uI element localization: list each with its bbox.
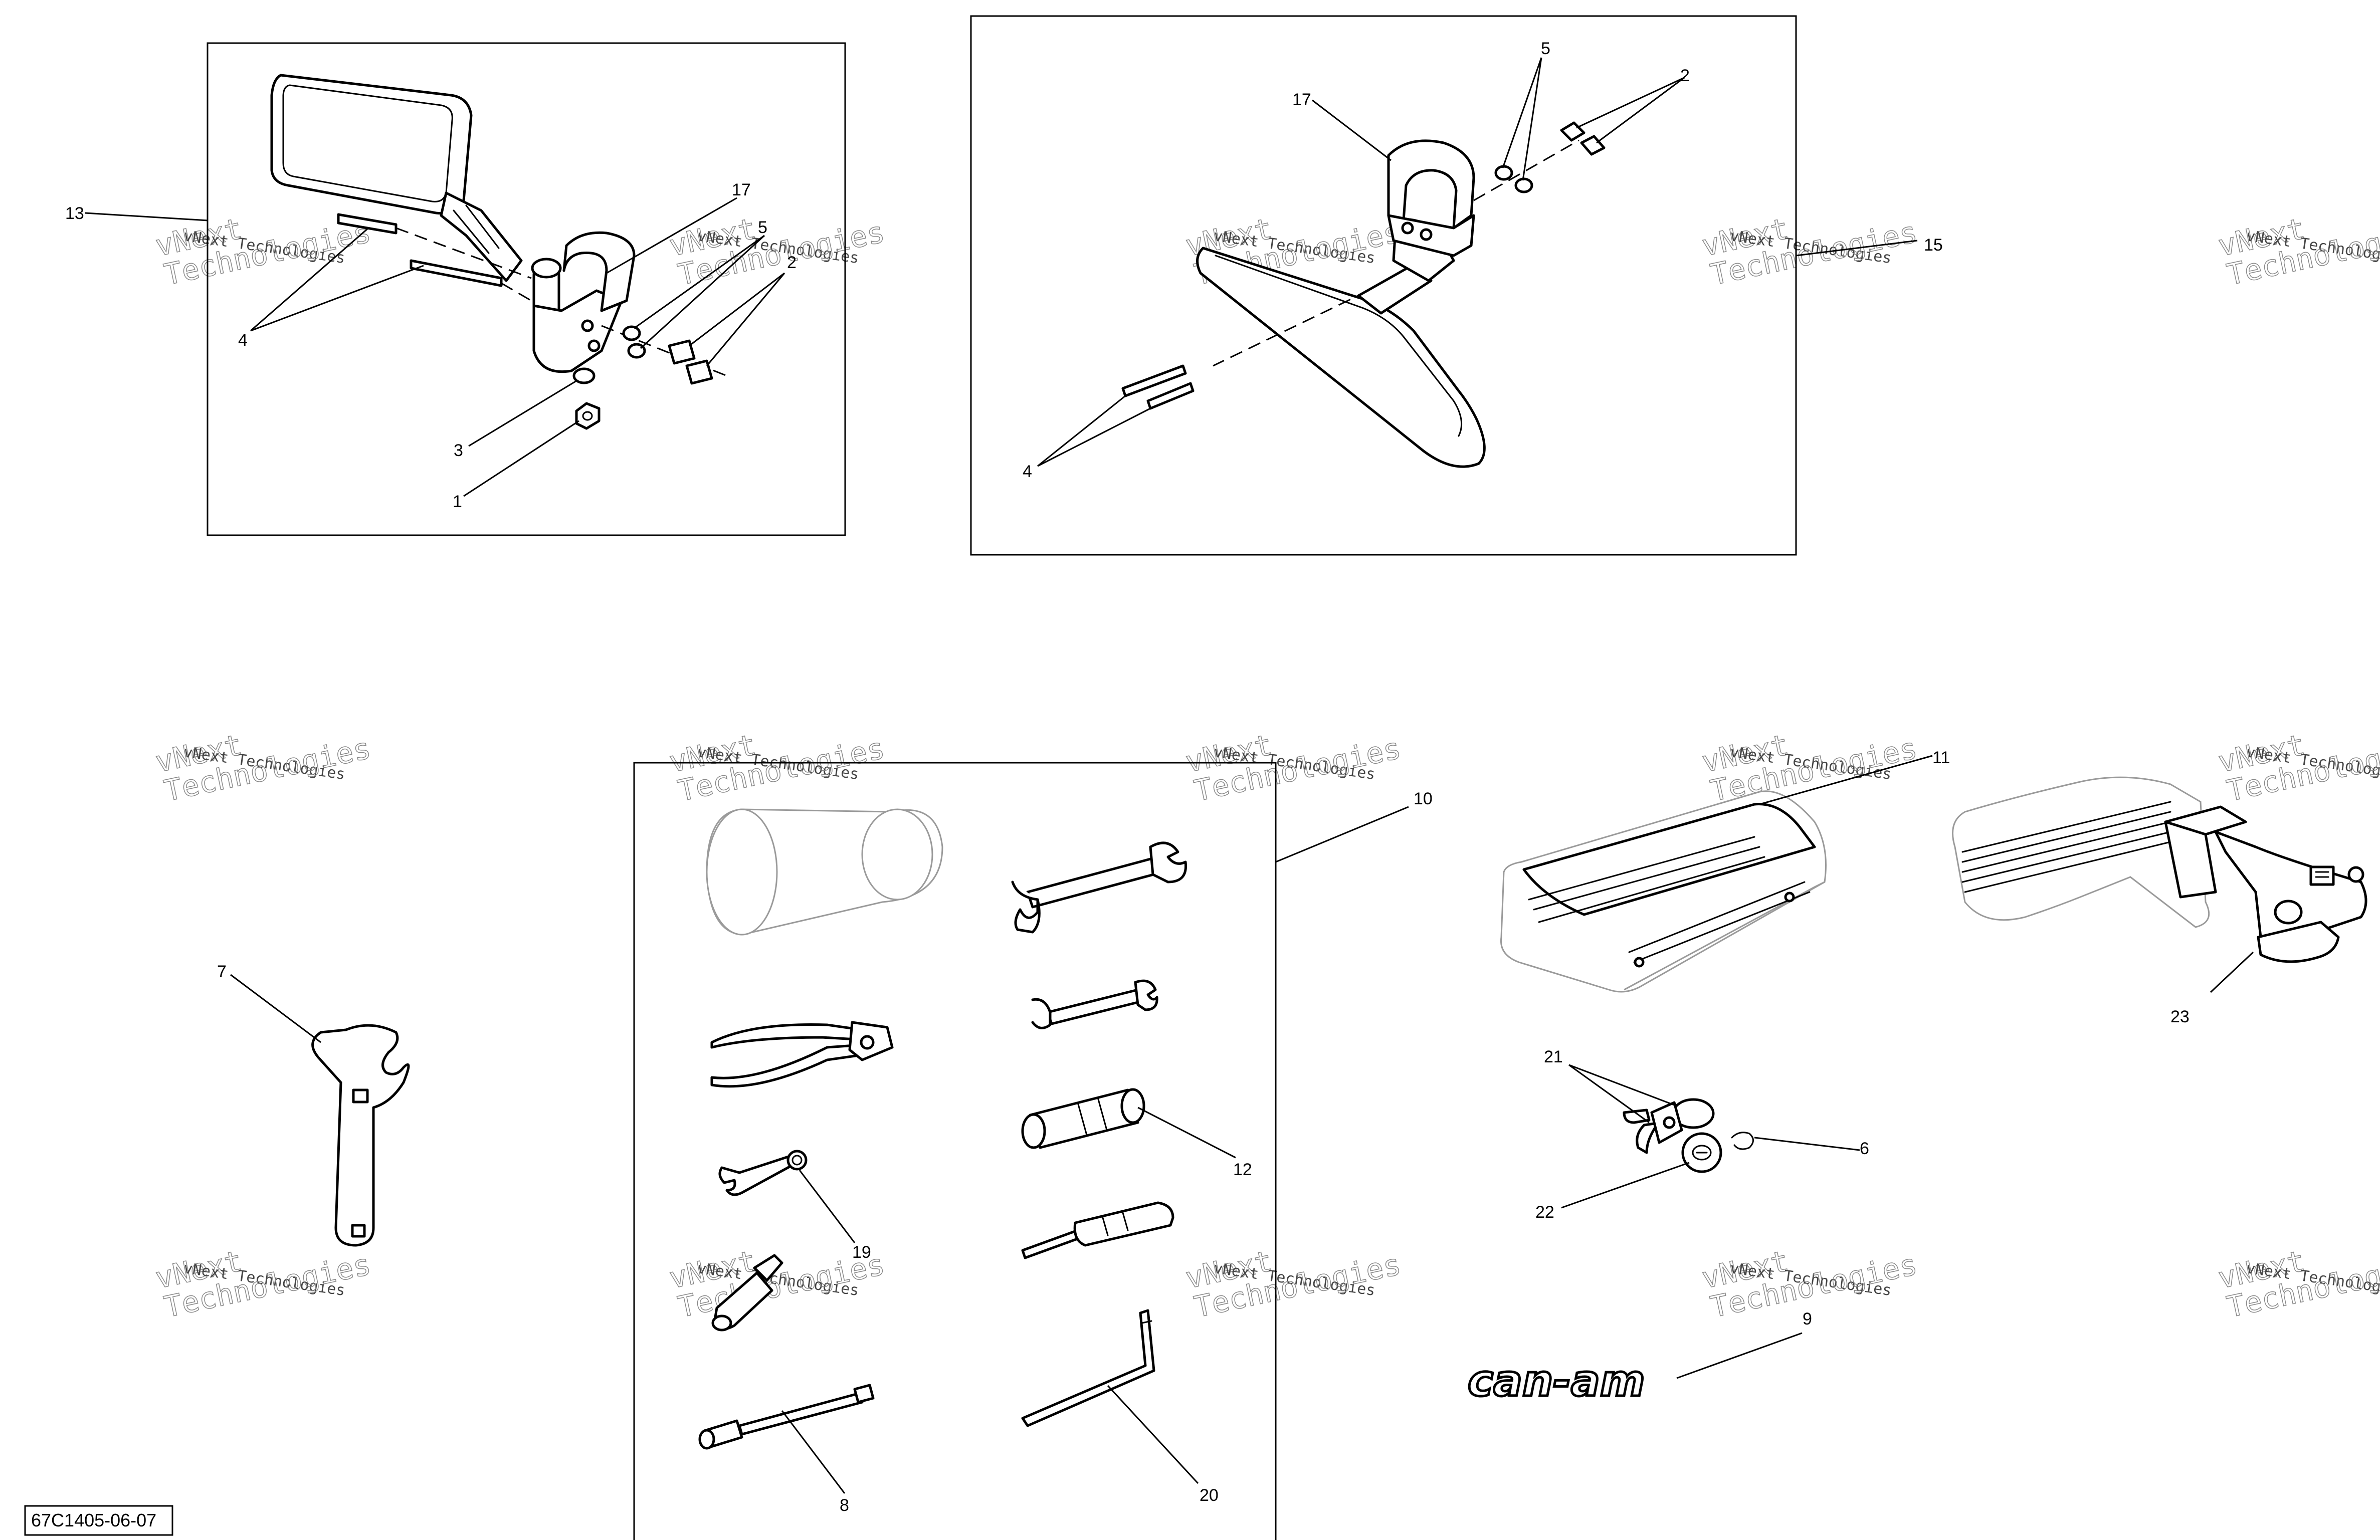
open-end-wrench-large	[1011, 841, 1187, 934]
watermark: vNext vNext Technologies Technologies	[152, 1243, 374, 1325]
rearview-mirror-assembly	[1121, 121, 1606, 468]
callout-2a: 2	[787, 253, 797, 272]
leader-5b-1	[1502, 57, 1542, 168]
leader-20	[1107, 1385, 1199, 1484]
leader-5a-2	[640, 235, 765, 349]
callout-21: 21	[1544, 1047, 1563, 1066]
extension-bar	[698, 1384, 875, 1450]
leader-2a-1	[689, 272, 785, 347]
rearview-mirror-panel	[970, 15, 1797, 556]
callout-12: 12	[1233, 1160, 1252, 1179]
leader-2b-2	[1596, 77, 1685, 144]
watermark: vNext vNext Technologies Technologies	[152, 727, 374, 808]
socket-wrench	[1021, 1088, 1145, 1149]
leader-4b-2	[1037, 407, 1151, 467]
leader-9	[1676, 1332, 1803, 1379]
side-mirror-assembly	[270, 74, 727, 430]
callout-17b: 17	[1292, 90, 1311, 109]
watermark: vNext vNext Technologies Technologies	[2215, 211, 2380, 292]
screwdriver	[1021, 1201, 1174, 1259]
callout-6: 6	[1860, 1139, 1869, 1158]
callout-10: 10	[1414, 789, 1433, 808]
callout-20: 20	[1200, 1486, 1219, 1505]
callout-15: 15	[1924, 236, 1943, 255]
callout-5b: 5	[1541, 39, 1550, 58]
leader-17a	[606, 197, 737, 274]
callout-1: 1	[453, 492, 462, 511]
callout-19: 19	[852, 1243, 871, 1262]
leader-5a-1	[634, 235, 765, 329]
leader-3	[468, 380, 577, 447]
storage-latch	[1952, 776, 2367, 963]
can-am-logo: can-am	[1468, 1356, 1645, 1406]
can-am-decal: can-am	[1467, 1355, 1647, 1408]
leader-2b-1	[1576, 77, 1685, 129]
leader-8	[781, 1410, 846, 1494]
leader-22	[1561, 1162, 1690, 1209]
diagram-code-box	[24, 1505, 173, 1536]
watermark: vNext vNext Technologies Technologies	[2215, 727, 2380, 808]
leader-12	[1137, 1107, 1236, 1159]
leader-13	[85, 212, 209, 222]
side-mirror-panel	[207, 42, 846, 536]
callout-22: 22	[1535, 1203, 1554, 1222]
spark-plug-tool	[711, 1254, 783, 1332]
callout-23: 23	[2170, 1007, 2190, 1026]
watermark: vNext vNext Technologies Technologies	[666, 727, 888, 808]
callout-5a: 5	[758, 218, 767, 237]
callout-13: 13	[65, 204, 84, 223]
watermark: vNext vNext Technologies Technologies	[1698, 211, 1920, 292]
leader-4a	[250, 227, 369, 332]
leader-15	[1796, 240, 1918, 257]
watermark: vNext vNext Technologies Technologies	[1182, 1243, 1404, 1325]
leader-23	[2210, 951, 2254, 993]
pliers	[710, 1021, 894, 1088]
storage-box	[1500, 790, 1827, 993]
callout-9: 9	[1803, 1309, 1812, 1329]
diagram-code: 67C1405-06-07	[31, 1510, 156, 1530]
tool-kit	[698, 808, 1187, 1450]
combination-wrench	[718, 1150, 808, 1196]
callout-17a: 17	[732, 180, 751, 199]
callout-4a: 4	[238, 331, 248, 350]
leader-19	[799, 1170, 856, 1243]
callout-7: 7	[217, 962, 227, 981]
leader-21-2	[1568, 1064, 1675, 1106]
callout-2b: 2	[1680, 66, 1690, 85]
leader-4b-1	[1037, 395, 1126, 467]
leader-7	[230, 974, 321, 1043]
leader-10	[1275, 806, 1409, 863]
leader-5b-2	[1522, 57, 1542, 181]
hex-key	[1021, 1309, 1155, 1427]
leader-21-1	[1568, 1064, 1650, 1124]
watermark: vNext vNext Technologies Technologies	[2215, 1243, 2380, 1325]
leader-4b	[250, 265, 424, 332]
watermark: vNext vNext Technologies Technologies	[1182, 727, 1404, 808]
key-lock	[1623, 1098, 1754, 1173]
leader-6	[1754, 1137, 1860, 1151]
leader-2a-2	[706, 273, 785, 366]
spanner-wrench	[311, 1024, 410, 1247]
callout-8: 8	[840, 1496, 849, 1515]
watermark-grid: vNext vNext Technologies Technologies vN…	[152, 211, 2380, 1325]
callout-3: 3	[454, 441, 463, 460]
tool-bag	[706, 808, 943, 936]
leader-1	[463, 420, 579, 497]
callout-11: 11	[1932, 748, 1950, 767]
open-end-wrench-small	[1031, 979, 1158, 1029]
leader-17b	[1312, 99, 1392, 161]
tool-kit-panel	[633, 762, 1277, 1540]
leader-11	[1759, 755, 1933, 805]
callout-4b: 4	[1023, 462, 1032, 481]
